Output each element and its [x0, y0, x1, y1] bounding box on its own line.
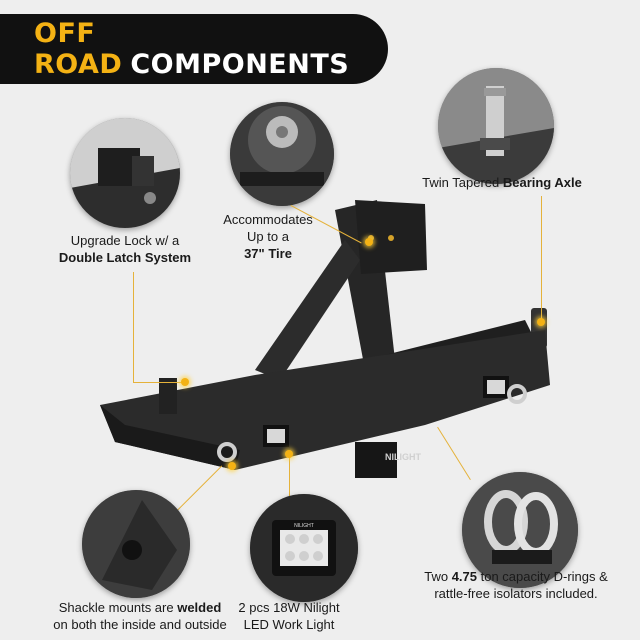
drings-caption: Two 4.75 ton capacity D-rings & rattle-f… [424, 569, 608, 601]
lock-leader-h [133, 382, 185, 383]
led-point [285, 450, 293, 458]
title-yellow: OFF ROAD [34, 18, 123, 80]
title-white: COMPONENTS [130, 49, 350, 80]
led-leader [289, 454, 290, 506]
shackle-point [228, 462, 236, 470]
lock-leader-v [133, 272, 134, 382]
tire-caption: Accommodates Up to a 37" Tire [223, 212, 313, 261]
axle-detail-image [438, 68, 554, 184]
axle-caption: Twin Tapered Bearing Axle [422, 175, 582, 190]
tire-point [365, 238, 373, 246]
shackle-caption: Shackle mounts are welded on both the in… [53, 600, 227, 632]
drings-detail-image [462, 472, 578, 588]
bumper-product-image: NILIGHT [100, 200, 550, 478]
axle-point [537, 318, 545, 326]
lock-caption: Upgrade Lock w/ a Double Latch System [58, 233, 192, 265]
shackle-detail-image [82, 490, 190, 598]
lock-point [181, 378, 189, 386]
axle-leader [541, 196, 542, 324]
brand-logo: NILIGHT [385, 452, 421, 462]
led-brand-label: NILIGHT [294, 523, 314, 529]
led-caption: 2 pcs 18W Nilight LED Work Light [238, 600, 340, 632]
lock-detail-image [70, 118, 180, 228]
led-detail-image: NILIGHT [250, 494, 358, 602]
tire-detail-image [230, 102, 334, 206]
